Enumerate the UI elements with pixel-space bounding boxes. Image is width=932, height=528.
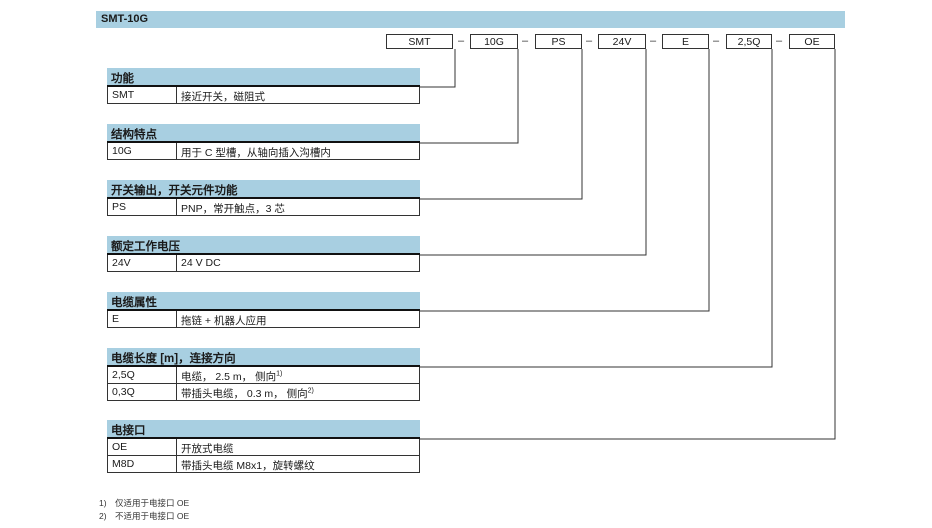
row-description: PNP，常开触点，3 芯 xyxy=(181,203,285,215)
row-code: 10G xyxy=(112,145,132,157)
row-code: E xyxy=(112,313,120,325)
section-heading: 额定工作电压 xyxy=(107,236,420,255)
section-voltage: 额定工作电压 24V 24 V DC xyxy=(107,236,420,272)
table-row: E 拖链 + 机器人应用 xyxy=(107,311,420,328)
code-separator: – xyxy=(775,35,783,47)
footnote-ref: 2) xyxy=(307,387,314,395)
footnote-ref: 1) xyxy=(276,370,283,378)
footnote-1: 1)仅适用于电接口 OE xyxy=(99,498,190,508)
section-electrical-connector: 电接口 OE 开放式电缆 M8D 带插头电缆 M8x1，旋转螺纹 xyxy=(107,420,420,473)
order-code-24v: 24V xyxy=(598,34,646,49)
row-code: M8D xyxy=(112,458,135,470)
section-heading: 电缆长度 [m]，连接方向 xyxy=(107,348,420,367)
connector-line-cable xyxy=(420,49,710,312)
section-heading: 开关输出，开关元件功能 xyxy=(107,180,420,199)
section-function: 功能 SMT 接近开关，磁阻式 xyxy=(107,68,420,104)
table-row: 10G 用于 C 型槽，从轴向插入沟槽内 xyxy=(107,143,420,160)
row-description: 电缆， 2.5 m， 侧向1) xyxy=(181,370,283,384)
table-row: 0,3Q 带插头电缆， 0.3 m， 侧向2) xyxy=(107,384,420,401)
row-description: 开放式电缆 xyxy=(181,443,234,455)
row-code: 24V xyxy=(112,257,131,269)
code-separator: – xyxy=(649,35,657,47)
table-row: 24V 24 V DC xyxy=(107,255,420,272)
page-title: SMT-10G xyxy=(101,13,149,25)
order-code-oe: OE xyxy=(789,34,835,49)
footnote-2: 2)不适用于电接口 OE xyxy=(99,511,190,521)
row-description: 接近开关，磁阻式 xyxy=(181,91,265,103)
order-code-ps: PS xyxy=(535,34,582,49)
order-code-smt: SMT xyxy=(386,34,453,49)
section-heading: 电接口 xyxy=(107,420,420,439)
section-heading: 功能 xyxy=(107,68,420,87)
section-cable-property: 电缆属性 E 拖链 + 机器人应用 xyxy=(107,292,420,328)
connector-line-output xyxy=(420,49,583,200)
connector-line-length xyxy=(420,49,773,368)
section-switch-output: 开关输出，开关元件功能 PS PNP，常开触点，3 芯 xyxy=(107,180,420,216)
code-separator: – xyxy=(712,35,720,47)
section-design: 结构特点 10G 用于 C 型槽，从轴向插入沟槽内 xyxy=(107,124,420,160)
row-code: 0,3Q xyxy=(112,386,135,398)
row-code: SMT xyxy=(112,89,135,101)
row-description: 带插头电缆 M8x1，旋转螺纹 xyxy=(181,460,315,472)
connector-line-function xyxy=(420,49,456,88)
connector-line-design xyxy=(420,49,519,144)
code-separator: – xyxy=(521,35,529,47)
code-separator: – xyxy=(457,35,465,47)
row-code: PS xyxy=(112,201,127,213)
order-code-10g: 10G xyxy=(470,34,518,49)
section-heading: 电缆属性 xyxy=(107,292,420,311)
connector-line-voltage xyxy=(420,49,647,256)
table-row: SMT 接近开关，磁阻式 xyxy=(107,87,420,104)
row-code: 2,5Q xyxy=(112,369,135,381)
row-code: OE xyxy=(112,441,128,453)
order-code-e: E xyxy=(662,34,709,49)
table-row: OE 开放式电缆 xyxy=(107,439,420,456)
table-row: 2,5Q 电缆， 2.5 m， 侧向1) xyxy=(107,367,420,384)
row-description: 用于 C 型槽，从轴向插入沟槽内 xyxy=(181,147,331,159)
row-description: 带插头电缆， 0.3 m， 侧向2) xyxy=(181,387,314,401)
table-row: PS PNP，常开触点，3 芯 xyxy=(107,199,420,216)
table-row: M8D 带插头电缆 M8x1，旋转螺纹 xyxy=(107,456,420,473)
row-description: 拖链 + 机器人应用 xyxy=(181,315,267,327)
code-separator: – xyxy=(585,35,593,47)
title-bar: SMT-10G xyxy=(96,11,845,28)
connector-line-connector xyxy=(420,49,836,440)
section-cable-length: 电缆长度 [m]，连接方向 2,5Q 电缆， 2.5 m， 侧向1) 0,3Q … xyxy=(107,348,420,401)
order-code-cable-length: 2,5Q xyxy=(726,34,772,49)
section-heading: 结构特点 xyxy=(107,124,420,143)
row-description: 24 V DC xyxy=(181,257,221,269)
